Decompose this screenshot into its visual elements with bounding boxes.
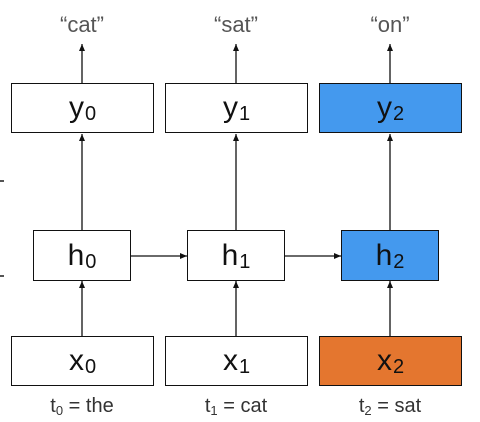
- output-label-0: “cat”: [60, 12, 104, 37]
- h-node-0-letter: h: [67, 238, 85, 272]
- y-node-1-subscript: 1: [238, 103, 251, 125]
- x-node-2-subscript: 2: [392, 356, 405, 378]
- y-node-2-letter: y: [376, 91, 392, 124]
- h-node-2-subscript: 2: [393, 250, 405, 273]
- edge-tick: [0, 275, 4, 277]
- y-node-2-subscript: 2: [392, 103, 405, 125]
- h-node-2-letter: h: [375, 238, 393, 272]
- h-node-1-letter: h: [221, 238, 239, 272]
- time-label-0-word: = the: [63, 395, 114, 417]
- time-label-2-subscript: 2: [364, 403, 372, 418]
- time-label-2-t: t: [358, 395, 365, 417]
- y-node-0-letter: y: [68, 91, 84, 124]
- x-node-1-subscript: 1: [238, 356, 251, 378]
- time-label-0-subscript: 0: [55, 403, 64, 418]
- x-node-0-subscript: 0: [84, 356, 97, 378]
- time-label-0: t0 = the: [7, 395, 157, 418]
- y-node-0-subscript: 0: [84, 103, 97, 125]
- time-label-2-word: = sat: [371, 395, 422, 417]
- edge-tick: [0, 180, 4, 182]
- output-label-2: “on”: [370, 12, 410, 37]
- y-node-1-letter: y: [222, 91, 238, 124]
- h-node-1-subscript: 1: [239, 250, 251, 273]
- time-label-1-subscript: 1: [210, 403, 218, 418]
- time-label-1: t1 = cat: [161, 395, 311, 418]
- output-label-1: “sat”: [214, 12, 258, 37]
- x-node-1-letter: x: [222, 344, 238, 377]
- x-node-0-letter: x: [68, 344, 84, 377]
- h-node-0-subscript: 0: [85, 250, 97, 273]
- time-label-2: t2 = sat: [315, 395, 465, 418]
- time-label-1-word: = cat: [217, 395, 268, 417]
- x-node-2-letter: x: [376, 344, 392, 377]
- time-label-0-t: t: [50, 395, 56, 417]
- time-label-1-t: t: [204, 395, 211, 417]
